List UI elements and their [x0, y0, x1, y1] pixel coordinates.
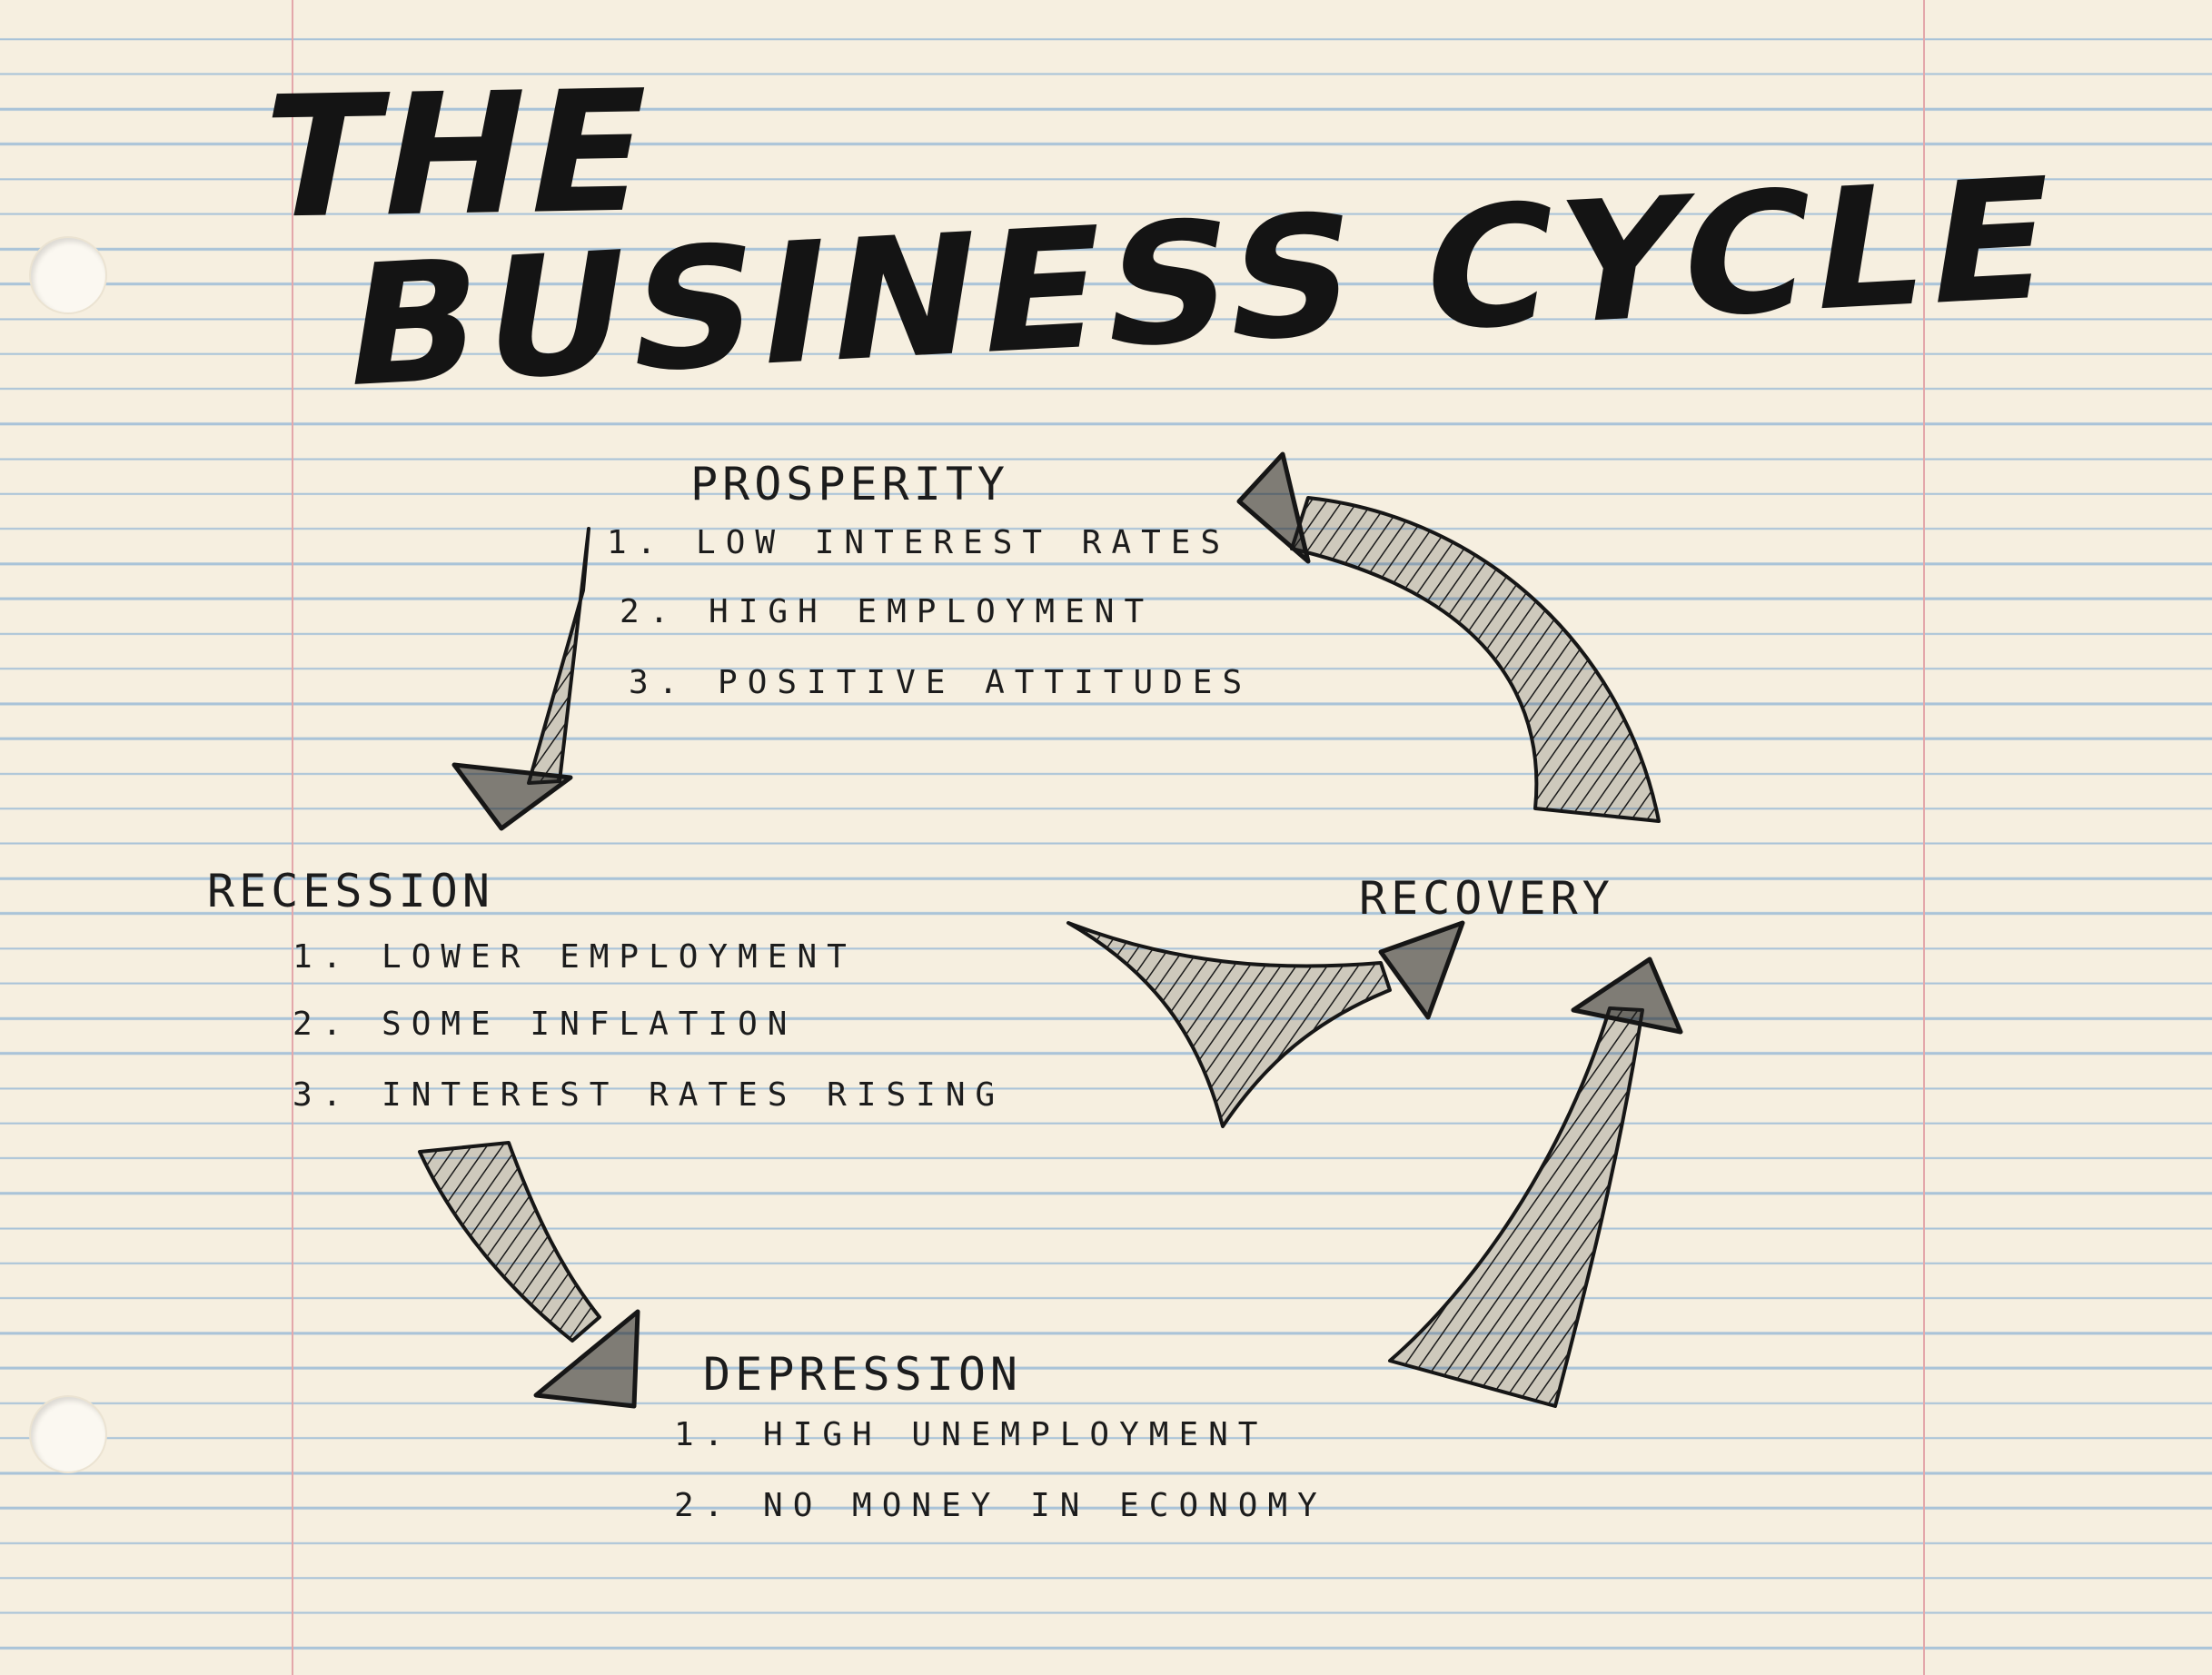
recession-heading: RECESSION [207, 865, 494, 917]
prosperity-item: 3. POSITIVE ATTITUDES [629, 664, 1253, 701]
prosperity-heading: PROSPERITY [690, 458, 1010, 510]
arrow-recovery-to-prosperity [1236, 451, 1661, 823]
arrow-head [451, 762, 573, 831]
arrow-depression-to-recovery [1388, 956, 1683, 1408]
punch-hole-top [31, 238, 105, 312]
right-margin-line [1923, 0, 1925, 1675]
depression-item: 2. NO MONEY IN ECONOMY [674, 1487, 1327, 1524]
prosperity-item: 1. LOW INTEREST RATES [607, 524, 1231, 561]
arrow-head [1236, 451, 1311, 564]
arrow-recession-to-depression [418, 1141, 640, 1409]
punch-hole-bottom [31, 1397, 105, 1472]
left-margin-line [292, 0, 293, 1675]
recovery-heading: RECOVERY [1359, 872, 1614, 925]
recession-item: 2. SOME INFLATION [293, 1006, 798, 1043]
arrow-head [1378, 920, 1465, 1020]
recession-item: 3. INTEREST RATES RISING [293, 1076, 1006, 1114]
arrow-head [1571, 956, 1683, 1035]
depression-heading: DEPRESSION [703, 1348, 1023, 1401]
recession-item: 1. LOWER EMPLOYMENT [293, 938, 857, 976]
arrow-head [533, 1309, 640, 1409]
depression-item: 1. HIGH UNEMPLOYMENT [674, 1416, 1268, 1453]
arrow-prosperity-to-recession [451, 527, 590, 831]
prosperity-item: 2. HIGH EMPLOYMENT [620, 593, 1155, 630]
arrow-recession-to-recovery [1066, 920, 1465, 1128]
